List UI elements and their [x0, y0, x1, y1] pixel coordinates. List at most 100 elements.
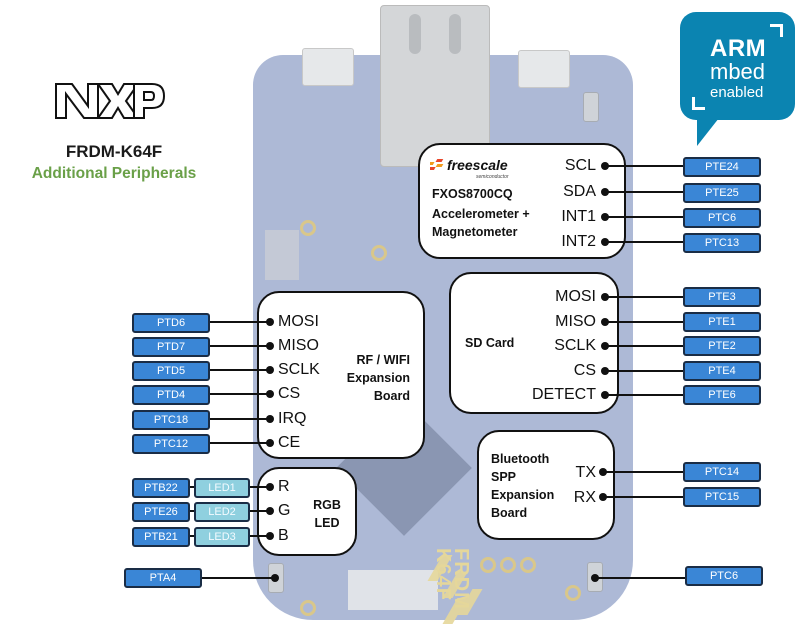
- pin-label-pte24: PTE24: [683, 157, 761, 177]
- signal-sda: SDA: [563, 183, 596, 200]
- pin-label-ptd7: PTD7: [132, 337, 210, 357]
- sd-card-title: SD Card: [465, 336, 515, 350]
- accelerometer-part: FXOS8700CQ: [432, 187, 513, 201]
- signal-cs: CS: [278, 385, 301, 402]
- pin-label-ptc18: PTC18: [132, 410, 210, 430]
- pcb-pad: [565, 585, 581, 601]
- freescale-logo-icon: [430, 159, 444, 170]
- signal-tx: TX: [575, 464, 596, 481]
- pin-label-pta4: PTA4: [124, 568, 202, 588]
- pin-label-ptc6: PTC6: [683, 208, 761, 228]
- pin-label-ptb22: PTB22: [132, 478, 190, 498]
- signal-rx: RX: [573, 489, 596, 506]
- wire: [206, 442, 268, 444]
- wire: [605, 370, 683, 372]
- pin-label-ptd4: PTD4: [132, 385, 210, 405]
- wire: [188, 510, 196, 512]
- bluetooth-title-1: Bluetooth: [491, 452, 550, 466]
- signal-g: G: [278, 502, 291, 519]
- badge-arm-text: ARM: [710, 35, 767, 62]
- rf-wifi-title-3: Board: [373, 389, 410, 403]
- pin-dot: [266, 532, 274, 540]
- rf-wifi-title-1: RF / WIFI: [356, 353, 410, 367]
- rf-wifi-box: [257, 291, 425, 459]
- nxp-logo: [55, 83, 166, 119]
- pin-label-ptc12: PTC12: [132, 434, 210, 454]
- signal-cs: CS: [573, 362, 596, 379]
- pcb-pad: [500, 557, 516, 573]
- wire: [605, 345, 683, 347]
- badge-mbed-text: mbed: [710, 59, 766, 84]
- wire: [188, 486, 196, 488]
- led-label-led3: LED3: [194, 527, 250, 547]
- bluetooth-title-2: SPP: [491, 470, 517, 484]
- wire: [595, 577, 685, 579]
- pin-label-ptc15: PTC15: [683, 487, 761, 507]
- accelerometer-desc-2: Magnetometer: [432, 225, 518, 239]
- wire: [603, 496, 683, 498]
- pcb-pad: [520, 557, 536, 573]
- pin-label-ptb21: PTB21: [132, 527, 190, 547]
- board-title: FRDM-K64F: [65, 142, 163, 161]
- led-label-led1: LED1: [194, 478, 250, 498]
- signal-sclk: SCLK: [278, 361, 320, 378]
- pin-dot: [266, 415, 274, 423]
- pin-label-pte6: PTE6: [683, 385, 761, 405]
- badge-enabled-text: enabled: [710, 84, 764, 101]
- accelerometer-desc-1: Accelerometer +: [432, 207, 530, 221]
- wire: [248, 510, 268, 512]
- signal-sclk: SCLK: [554, 337, 596, 354]
- bluetooth-box: [477, 430, 615, 540]
- pin-dot: [266, 390, 274, 398]
- pin-dot: [266, 439, 274, 447]
- badge-corner-icon: [692, 97, 705, 110]
- signal-mosi: MOSI: [278, 313, 319, 330]
- signal-mosi: MOSI: [555, 288, 596, 305]
- rgb-led-title-2: LED: [314, 516, 340, 530]
- usb-port-left: [302, 48, 354, 86]
- pin-label-pte4: PTE4: [683, 361, 761, 381]
- rf-wifi-title-2: Expansion: [346, 371, 410, 385]
- sd-card-box: [449, 272, 619, 414]
- header-connector: [265, 230, 299, 280]
- silk-k64f: K64F: [432, 548, 454, 601]
- pin-label-ptd6: PTD6: [132, 313, 210, 333]
- bluetooth-title-4: Board: [491, 506, 528, 520]
- wire: [605, 321, 683, 323]
- wire: [605, 191, 683, 193]
- eth-slot: [449, 14, 461, 54]
- pin-label-pte26: PTE26: [132, 502, 190, 522]
- wire: [605, 296, 683, 298]
- wire: [248, 486, 268, 488]
- pcb-pad: [371, 245, 387, 261]
- wire: [198, 577, 274, 579]
- accelerometer-box: [418, 143, 626, 259]
- wire: [603, 471, 683, 473]
- wire: [206, 321, 268, 323]
- wire: [206, 393, 268, 395]
- wire: [605, 165, 683, 167]
- pin-dot: [266, 318, 274, 326]
- pin-label-ptd5: PTD5: [132, 361, 210, 381]
- rgb-led-box: [257, 467, 357, 556]
- wire: [206, 369, 268, 371]
- signal-scl: SCL: [564, 157, 596, 174]
- wire: [188, 535, 196, 537]
- pin-label-pte2: PTE2: [683, 336, 761, 356]
- wire: [248, 535, 268, 537]
- signal-b: B: [278, 527, 289, 544]
- pin-label-ptc6-switch: PTC6: [685, 566, 763, 586]
- badge-speech-tail: [697, 118, 719, 146]
- signal-miso: MISO: [555, 313, 596, 330]
- pin-dot: [266, 483, 274, 491]
- pin-dot: [266, 342, 274, 350]
- pin-label-pte25: PTE25: [683, 183, 761, 203]
- switch-sw3-dot: [271, 574, 279, 582]
- bluetooth-title-3: Expansion: [491, 488, 555, 502]
- rgb-led-title-1: RGB: [313, 498, 341, 512]
- page-subtitle: Additional Peripherals: [31, 165, 197, 182]
- signal-r: R: [278, 478, 290, 495]
- freescale-brand-sub: semiconductor: [476, 174, 509, 180]
- pin-label-ptc14: PTC14: [683, 462, 761, 482]
- signal-int2: INT2: [561, 233, 596, 250]
